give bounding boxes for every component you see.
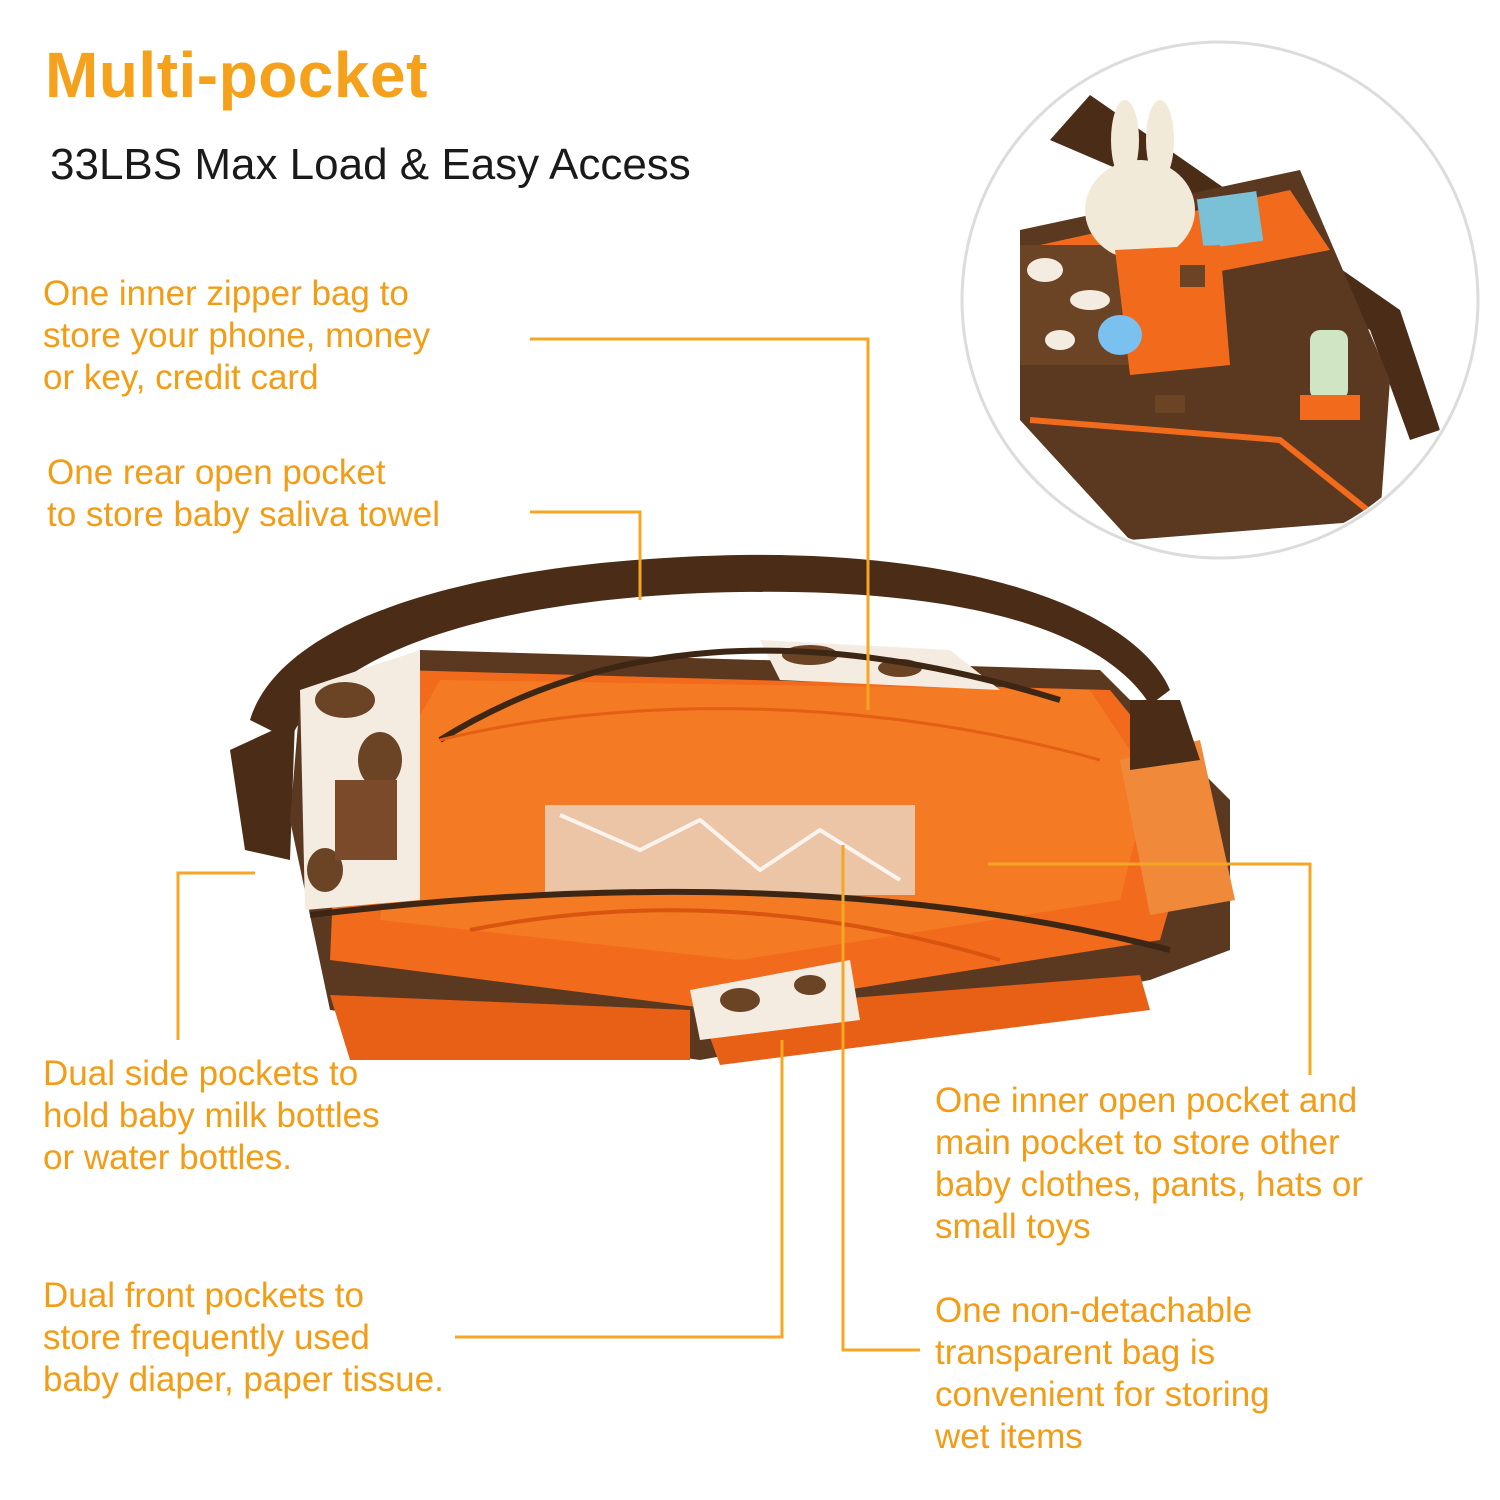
callout-inner-zipper-bag: One inner zipper bag to store your phone… [43,274,431,397]
callout-dual-front-pockets: Dual front pockets to store frequently u… [43,1276,444,1399]
callout-inner-open-pocket: One inner open pocket and main pocket to… [935,1081,1364,1246]
page-subtitle: 33LBS Max Load & Easy Access [50,140,691,189]
leader-lines [176,337,1312,1352]
page-title: Multi-pocket [45,39,428,111]
callout-dual-side-pockets: Dual side pockets to hold baby milk bott… [43,1054,380,1177]
callout-rear-open-pocket: One rear open pocket to store baby saliv… [47,453,440,534]
callout-transparent-bag: One non-detachable transparent bag is co… [935,1291,1270,1456]
